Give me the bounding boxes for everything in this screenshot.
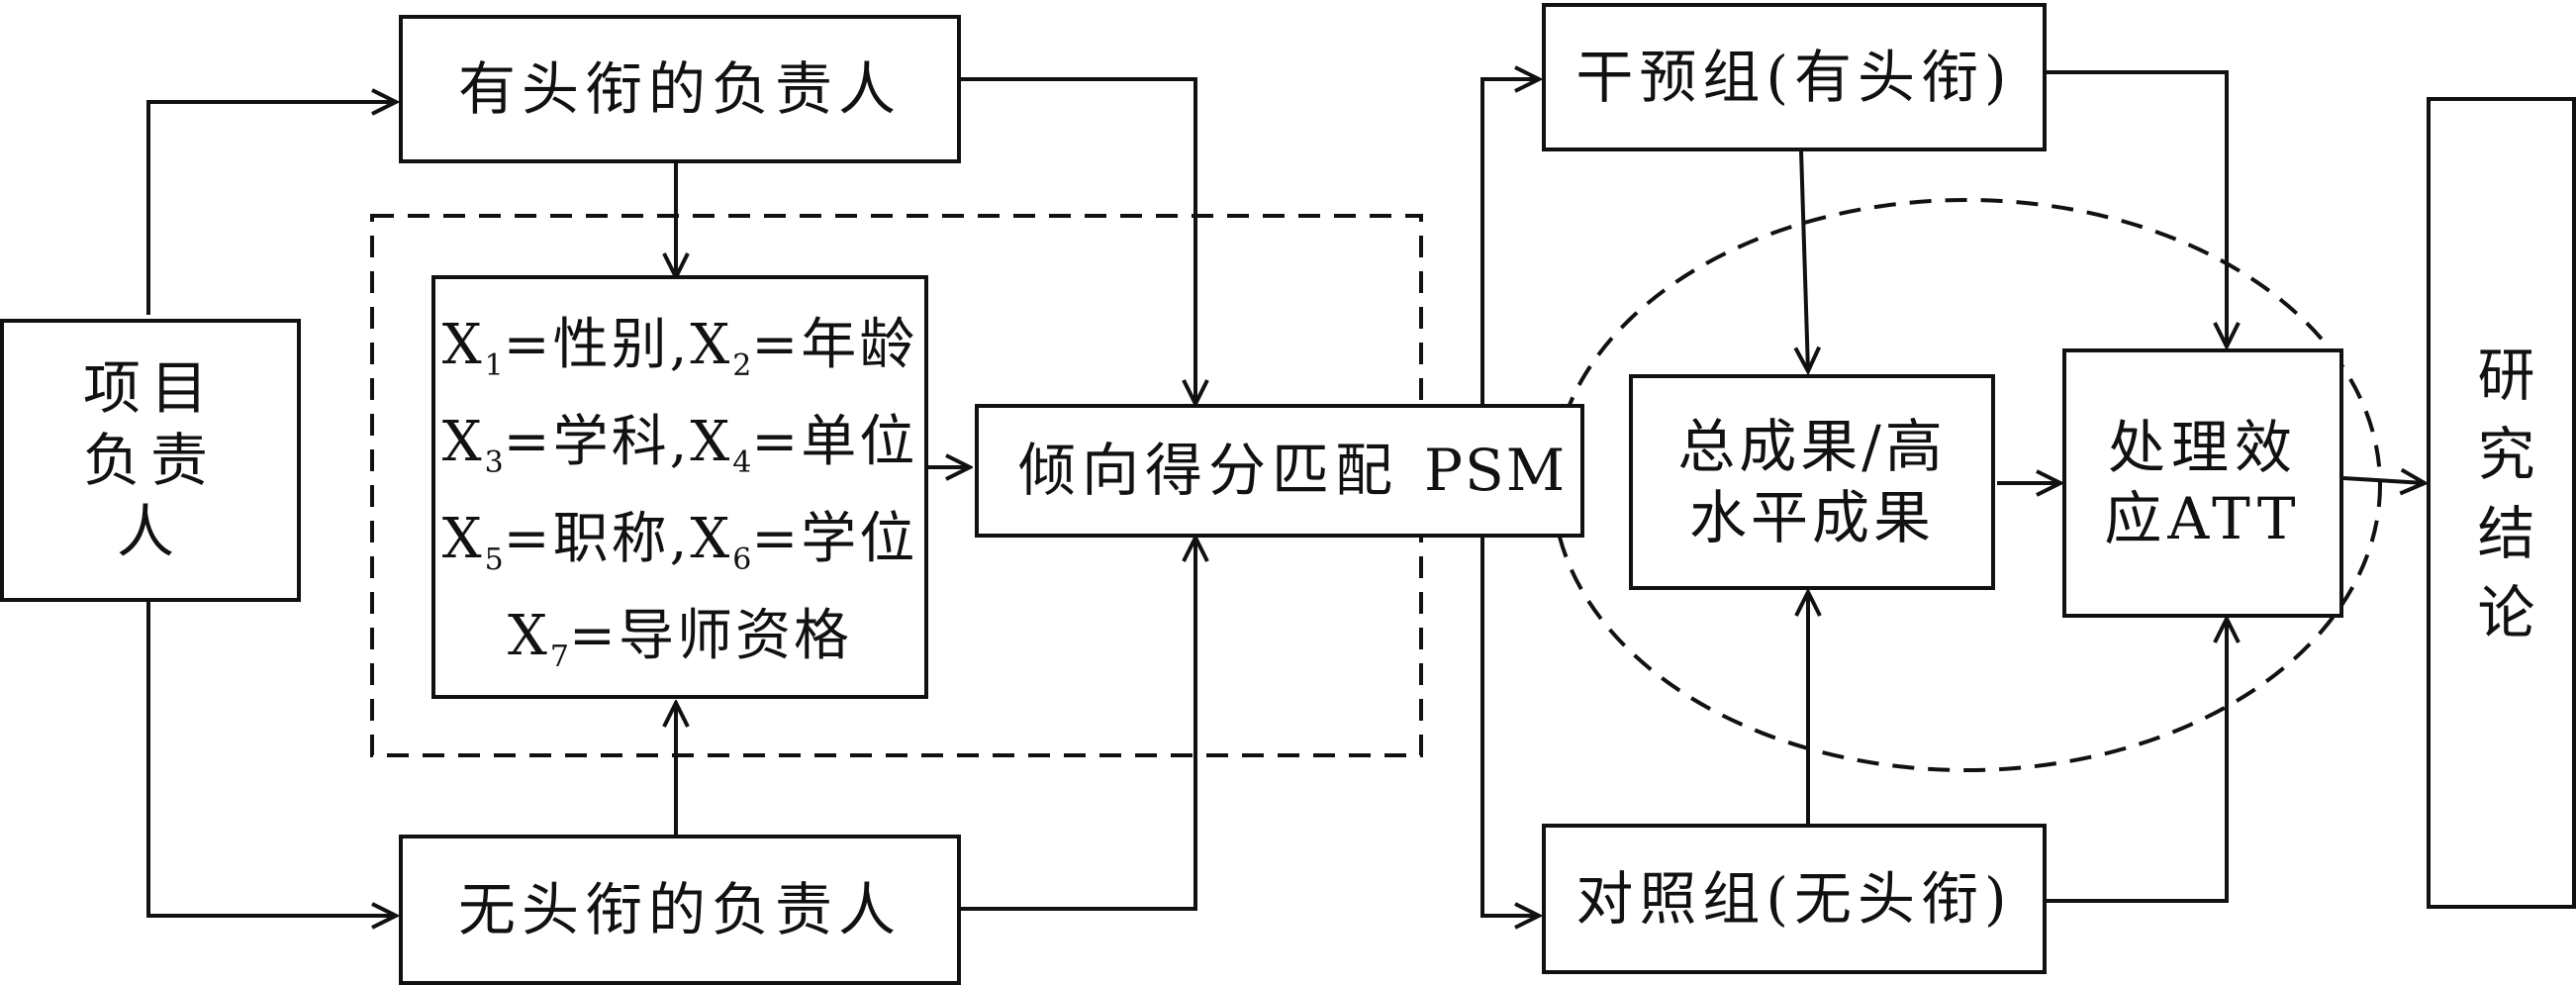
arrow-psm-to-treatment: [1480, 79, 1539, 404]
arrow-titled-to-psm: [958, 77, 1195, 404]
project-leader-label: 项目负责人: [82, 354, 218, 566]
control-group-box: 对照组(无头衔): [1542, 824, 2047, 974]
control-group-label: 对照组(无头衔): [1575, 864, 2013, 933]
att-box: 处理效应ATT: [2062, 348, 2343, 618]
arrow-project-to-untitled: [146, 596, 396, 916]
arrow-project-to-titled: [146, 102, 396, 315]
covariates-box: X1=性别,X2=年龄 X3=学科,X4=单位 X5=职称,X6=学位 X7=导…: [431, 275, 928, 699]
att-label: 处理效应ATT: [2104, 413, 2302, 553]
arrow-att-to-conclusion: [2342, 478, 2425, 483]
project-leader-box: 项目负责人: [0, 319, 301, 602]
conclusion-label: 研究结论: [2467, 345, 2535, 661]
psm-label: 倾向得分匹配: [1018, 437, 1399, 505]
covariate-line-4: X7=导师资格: [508, 604, 852, 674]
outcome-label: 总成果/高水平成果: [1677, 412, 1947, 552]
psm-box: 倾向得分匹配 PSM: [975, 404, 1584, 538]
arrow-control-to-att: [2044, 619, 2227, 903]
arrow-treatment-to-att: [2044, 70, 2227, 346]
covariate-line-2: X3=学科,X4=单位: [441, 410, 918, 480]
titled-leader-label: 有头衔的负责人: [457, 54, 902, 123]
titled-leader-box: 有头衔的负责人: [399, 15, 961, 163]
treatment-group-label: 干预组(有头衔): [1575, 43, 2013, 111]
psm-tag: PSM: [1424, 437, 1568, 505]
untitled-leader-label: 无头衔的负责人: [457, 875, 902, 943]
arrow-untitled-to-psm: [958, 538, 1195, 911]
arrow-psm-to-control: [1480, 538, 1539, 916]
conclusion-box: 研究结论: [2427, 97, 2576, 909]
treatment-group-box: 干预组(有头衔): [1542, 3, 2047, 151]
arrow-treatment-to-outcome: [1801, 149, 1808, 371]
covariate-line-3: X5=职称,X6=学位: [441, 507, 918, 577]
untitled-leader-box: 无头衔的负责人: [399, 835, 961, 985]
outcome-box: 总成果/高水平成果: [1629, 374, 1995, 590]
covariate-line-1: X1=性别,X2=年龄: [441, 313, 918, 383]
